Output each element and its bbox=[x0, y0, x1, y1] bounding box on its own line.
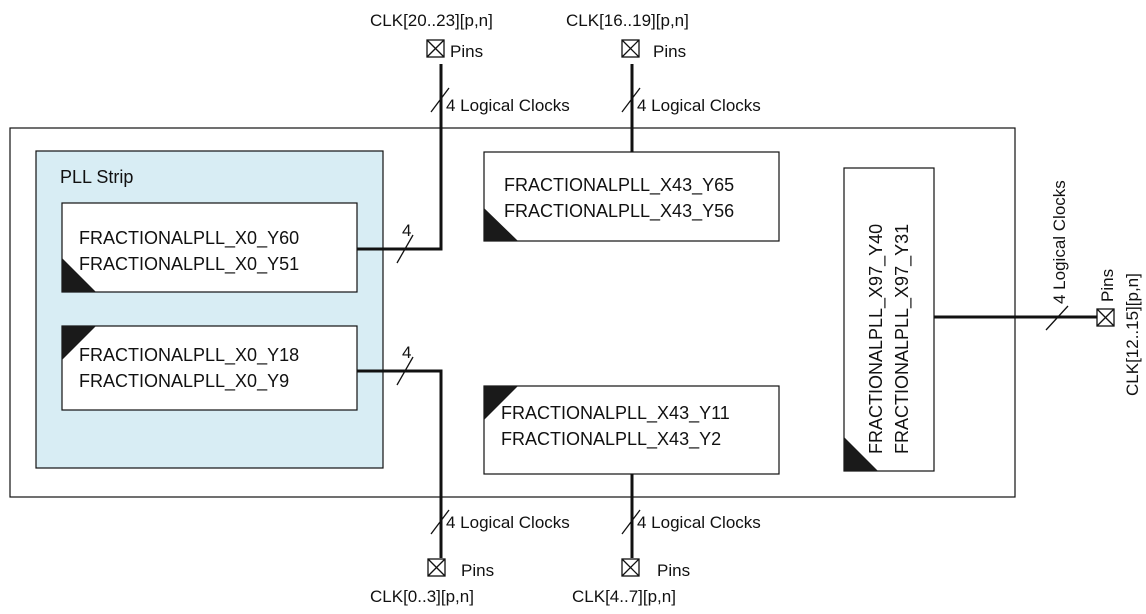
clk-pin-label: CLK[0..3][p,n] bbox=[370, 587, 474, 606]
bus-width-label: 4 bbox=[402, 221, 411, 240]
pins-label: Pins bbox=[450, 42, 483, 61]
pll-corner-marker bbox=[844, 437, 878, 471]
pll-box-left-bottom[interactable]: FRACTIONALPLL_X0_Y18 FRACTIONALPLL_X0_Y9 bbox=[61, 325, 358, 411]
pll-corner-marker bbox=[484, 386, 518, 420]
pin-icon bbox=[621, 558, 640, 577]
pins-label: Pins bbox=[461, 561, 494, 580]
pin-icon bbox=[427, 558, 446, 577]
pll-box-center-bottom[interactable]: FRACTIONALPLL_X43_Y11 FRACTIONALPLL_X43_… bbox=[483, 385, 780, 475]
pll-box-center-top[interactable]: FRACTIONALPLL_X43_Y65 FRACTIONALPLL_X43_… bbox=[483, 151, 780, 242]
clock-path-top-right: 4 Logical Clocks Pins CLK[16..19][p,n] bbox=[566, 11, 761, 152]
pll-box-right[interactable]: FRACTIONALPLL_X97_Y40 FRACTIONALPLL_X97_… bbox=[843, 167, 935, 472]
pll-box-left-top[interactable]: FRACTIONALPLL_X0_Y60 FRACTIONALPLL_X0_Y5… bbox=[61, 202, 358, 293]
clk-pin-label: CLK[20..23][p,n] bbox=[370, 11, 493, 30]
pll-corner-marker bbox=[484, 208, 518, 241]
clock-path-right: 4 Logical Clocks Pins CLK[12..15][p,n] bbox=[934, 180, 1142, 396]
pll-label: FRACTIONALPLL_X97_Y31 bbox=[892, 224, 913, 454]
pll-label: FRACTIONALPLL_X0_Y60 bbox=[79, 228, 299, 249]
pll-label: FRACTIONALPLL_X43_Y65 bbox=[504, 175, 734, 196]
bus-width-label: 4 bbox=[402, 343, 411, 362]
pll-corner-marker bbox=[62, 326, 96, 360]
pll-label: FRACTIONALPLL_X43_Y11 bbox=[501, 403, 730, 424]
pll-label: FRACTIONALPLL_X0_Y18 bbox=[79, 345, 299, 366]
pin-icon bbox=[426, 39, 445, 58]
logical-clocks-label: 4 Logical Clocks bbox=[637, 96, 761, 115]
clock-path-top-left: 4 4 Logical Clocks Pins CLK[20..23][p,n] bbox=[357, 11, 570, 264]
clk-pin-label: CLK[4..7][p,n] bbox=[572, 587, 676, 606]
pll-label: FRACTIONALPLL_X97_Y40 bbox=[866, 224, 887, 454]
logical-clocks-label: 4 Logical Clocks bbox=[1050, 180, 1069, 304]
pins-label: Pins bbox=[653, 42, 686, 61]
clk-pin-label: CLK[12..15][p,n] bbox=[1123, 273, 1142, 396]
pins-label: Pins bbox=[1098, 269, 1117, 302]
pin-icon bbox=[1096, 308, 1115, 327]
pll-strip-label: PLL Strip bbox=[60, 167, 133, 187]
clock-path-bottom-right: 4 Logical Clocks Pins CLK[4..7][p,n] bbox=[572, 474, 761, 606]
pll-label: FRACTIONALPLL_X0_Y9 bbox=[79, 371, 289, 392]
pll-corner-marker bbox=[62, 258, 96, 292]
pll-label: FRACTIONALPLL_X43_Y2 bbox=[501, 429, 721, 450]
pll-strip bbox=[35, 150, 384, 469]
logical-clocks-label: 4 Logical Clocks bbox=[446, 96, 570, 115]
pll-label: FRACTIONALPLL_X0_Y51 bbox=[79, 254, 299, 275]
logical-clocks-label: 4 Logical Clocks bbox=[446, 513, 570, 532]
clock-path-bottom-left: 4 4 Logical Clocks Pins CLK[0..3][p,n] bbox=[357, 343, 570, 606]
pin-icon bbox=[621, 39, 640, 58]
logical-clocks-label: 4 Logical Clocks bbox=[637, 513, 761, 532]
pll-label: FRACTIONALPLL_X43_Y56 bbox=[504, 201, 734, 222]
clk-pin-label: CLK[16..19][p,n] bbox=[566, 11, 689, 30]
pins-label: Pins bbox=[657, 561, 690, 580]
